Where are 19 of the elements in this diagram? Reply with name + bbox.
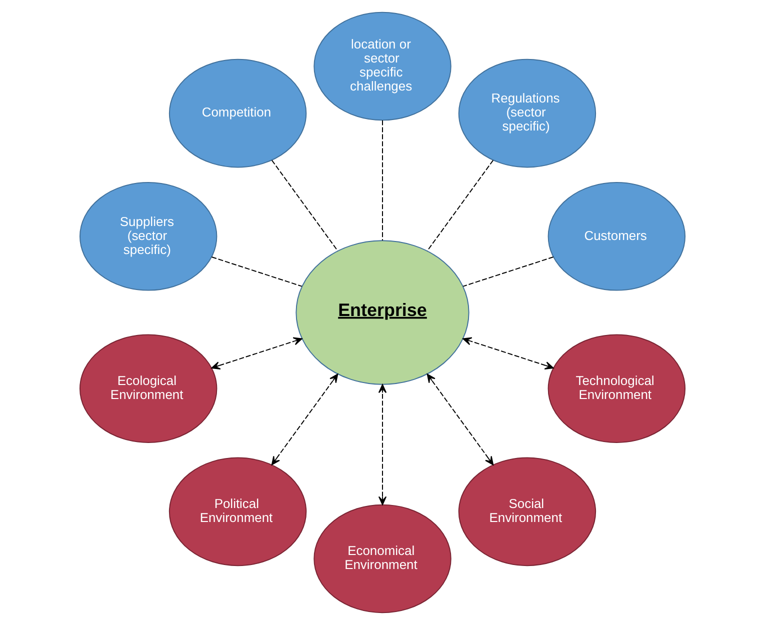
node-ellipse: location or sector specific challenges (313, 12, 451, 121)
node-ellipse: Competition (168, 58, 306, 168)
connector (462, 256, 554, 287)
node-ellipse: Technological Environment (547, 334, 685, 443)
arrow (378, 384, 386, 506)
node-ellipse: Political Environment (168, 457, 306, 566)
arrow (462, 337, 554, 370)
connector (210, 256, 302, 287)
node-ellipse: Economical Environment (313, 504, 451, 614)
node-ellipse: Customers (547, 182, 685, 291)
node-ellipse: Social Environment (458, 457, 596, 566)
connector (426, 160, 494, 252)
arrow (426, 374, 494, 466)
node-ellipse: Suppliers (sector specific) (79, 182, 217, 291)
arrow (270, 374, 338, 466)
node-ellipse: Regulations (sector specific) (458, 58, 596, 168)
arrow (210, 337, 302, 370)
connector (270, 160, 338, 252)
node-ellipse: Ecological Environment (79, 334, 217, 443)
